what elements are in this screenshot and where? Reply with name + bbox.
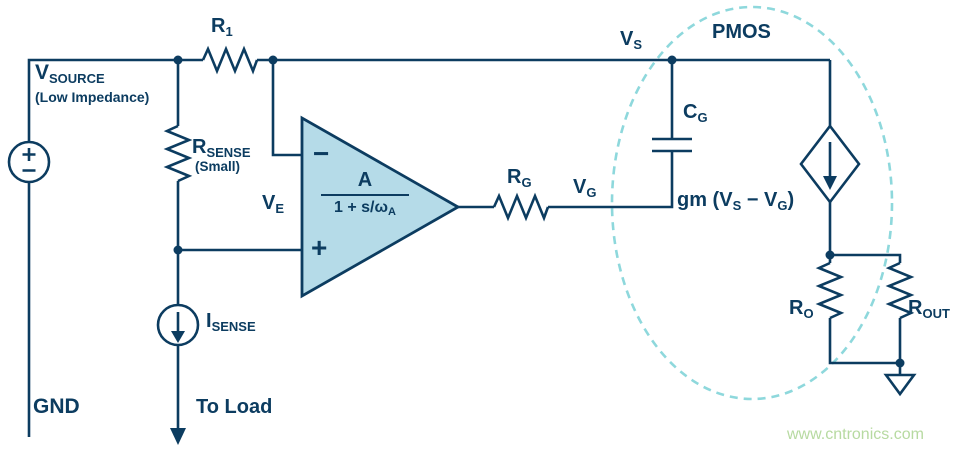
node-dot: [268, 55, 278, 65]
resistor-ro: [815, 261, 845, 320]
v-source-note: (Low Impedance): [35, 89, 150, 105]
diamond-arrow-head: [823, 176, 837, 190]
v-g-label: VG: [573, 176, 597, 200]
r-sense-label: RSENSE: [192, 136, 251, 160]
resistor-rout: [885, 261, 915, 320]
ground-symbol: [883, 373, 917, 397]
v-s-label: VS: [620, 28, 643, 52]
resistor-r1: [201, 45, 259, 75]
i-sense-label: ISENSE: [206, 310, 256, 334]
opamp-noninverting-sign: +: [311, 232, 328, 263]
c-g-label: CG: [683, 101, 708, 125]
resistor-rg: [492, 192, 550, 222]
gnd-label: GND: [33, 395, 80, 418]
node-dot: [667, 55, 677, 65]
wire-top-rail: [257, 58, 832, 126]
r-out-label: ROUT: [908, 297, 950, 321]
wire-ro-bottom: [828, 318, 900, 365]
wire-rout-top: [830, 253, 902, 263]
gm-source-label: gm (VS − VG): [677, 189, 795, 213]
opamp-gain-expression: A 1 + s/ωA: [321, 169, 409, 218]
r-sense-note: (Small): [195, 159, 241, 174]
to-load-label: To Load: [196, 396, 273, 418]
v-source-label: VSOURCE: [35, 61, 105, 86]
node-dot: [895, 358, 905, 368]
gain-denominator: 1 + s/ωA: [334, 199, 396, 218]
pmos-boundary-ellipse: [610, 5, 894, 401]
r-g-label: RG: [507, 166, 532, 190]
node-dot: [825, 250, 835, 260]
opamp-inverting-sign: −: [313, 138, 330, 169]
r1-label: R1: [211, 15, 233, 39]
wire-inverting-input: [271, 60, 302, 157]
gain-numerator: A: [321, 169, 409, 196]
watermark: www.cntronics.com: [787, 426, 924, 443]
node-dot: [173, 55, 183, 65]
capacitor-cg: [652, 137, 692, 153]
wire-gate: [548, 151, 674, 209]
to-load-arrow-head: [170, 428, 186, 445]
v-e-label: VE: [262, 192, 285, 216]
wire-top-left: [27, 58, 203, 142]
voltage-source-plus-minus: [22, 148, 36, 172]
isense-arrow-head: [171, 331, 185, 343]
opamp-triangle: [300, 115, 461, 299]
r-o-label: RO: [789, 297, 814, 321]
pmos-label: PMOS: [712, 21, 771, 43]
node-dot: [173, 245, 183, 255]
resistor-rsense: [163, 124, 193, 183]
